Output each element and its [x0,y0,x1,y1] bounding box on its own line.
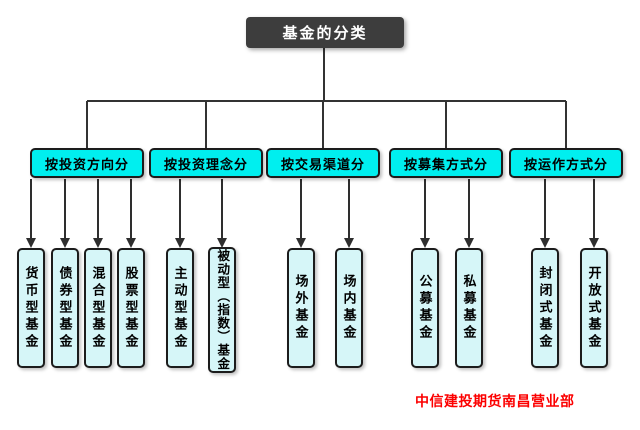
category-label: 按投资理念分 [163,156,248,172]
arrow-head-icons [26,238,599,248]
leaf-public-offering-fund: 公募基金 [411,248,439,368]
leaf-otc-fund: 场外基金 [287,248,315,368]
category-label: 按募集方式分 [403,156,488,172]
leaf-label: 场内基金 [341,274,357,342]
leaf-active-fund: 主动型基金 [166,248,194,368]
page-title: 基金的分类 [282,25,368,42]
category-fundraising-method: 按募集方式分 [389,148,503,178]
root-title-box: 基金的分类 [246,17,404,48]
category-investment-philosophy: 按投资理念分 [149,148,263,178]
leaf-hybrid-fund: 混合型基金 [84,248,112,368]
category-investment-direction: 按投资方向分 [30,148,144,178]
leaf-bond-fund: 债券型基金 [51,248,79,368]
category-label: 按投资方向分 [44,156,129,172]
footer-brand-text: 中信建投期货南昌营业部 [415,393,575,409]
leaf-stock-fund: 股票型基金 [117,248,145,368]
leaf-closed-end-fund: 封闭式基金 [531,248,559,368]
tree-branch-lines [86,48,567,148]
category-label: 按运作方式分 [523,156,608,172]
leaf-label: 货币型基金 [23,265,39,351]
leaf-currency-fund: 货币型基金 [17,248,45,368]
leaf-label: 场外基金 [293,274,309,342]
leaf-open-end-fund: 开放式基金 [580,248,608,368]
leaf-exchange-fund: 场内基金 [335,248,363,368]
leaf-label: 混合型基金 [90,265,106,351]
category-trading-channel: 按交易渠道分 [266,148,380,178]
leaf-label: 封闭式基金 [537,265,553,351]
category-label: 按交易渠道分 [280,156,365,172]
leaf-label: 私募基金 [461,274,477,342]
arrow-shaft-lines [30,179,595,240]
leaf-label: 开放式基金 [586,265,602,351]
leaf-label: 公募基金 [417,274,433,342]
leaf-label: 债券型基金 [57,265,73,351]
leaf-label: 主动型基金 [172,265,188,351]
leaf-private-offering-fund: 私募基金 [455,248,483,368]
leaf-label: 股票型基金 [123,265,139,351]
leaf-passive-index-fund: 被动型（指数）基金 [208,247,236,373]
leaf-label: 被动型（指数）基金 [215,249,230,371]
category-operation-method: 按运作方式分 [509,148,623,178]
